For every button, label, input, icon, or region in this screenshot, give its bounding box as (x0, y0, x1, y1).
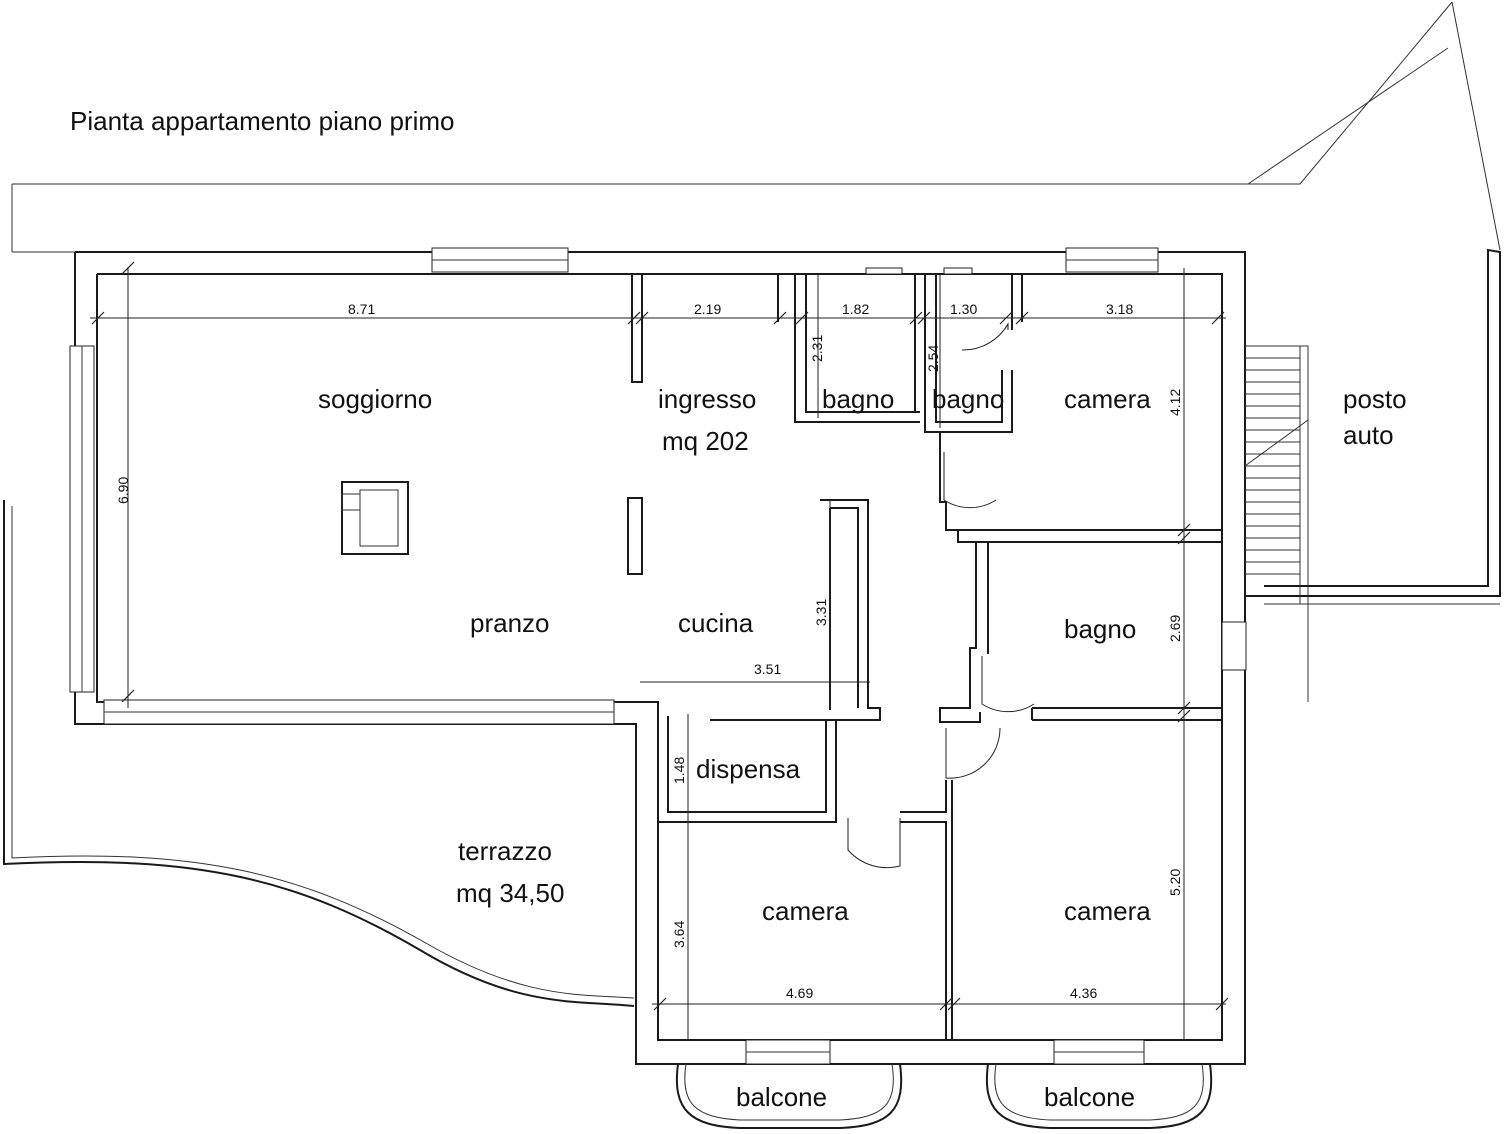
room-label-dispensa: dispensa (696, 754, 801, 784)
room-label-bagno-3: bagno (1064, 614, 1136, 644)
room-area-terrazzo: mq 34,50 (456, 878, 564, 908)
dim-label: 2.31 (809, 335, 825, 362)
dimension-labels: 8.71 2.19 1.82 1.30 3.18 3.51 4.69 4.36 … (115, 301, 1183, 1001)
dim-label: 2.19 (694, 301, 721, 317)
room-label-camera-2: camera (762, 896, 849, 926)
dim-label: 8.71 (348, 301, 375, 317)
room-label-soggiorno: soggiorno (318, 384, 432, 414)
doors (847, 322, 1035, 869)
plan-title: Pianta appartamento piano primo (70, 106, 454, 136)
dim-label: 4.36 (1070, 985, 1097, 1001)
dim-label: 2.54 (925, 345, 941, 372)
room-area-ingresso: mq 202 (662, 426, 749, 456)
room-label-pranzo: pranzo (470, 608, 550, 638)
dim-label: 5.20 (1167, 869, 1183, 896)
terrace-outline (3, 500, 635, 1007)
dim-label: 3.51 (754, 661, 781, 677)
dim-label: 3.64 (671, 921, 687, 948)
room-label-bagno-1: bagno (822, 384, 894, 414)
room-label-ingresso: ingresso (658, 384, 756, 414)
dim-label: 3.18 (1106, 301, 1133, 317)
parking-structure (1244, 248, 1501, 702)
dim-label: 1.48 (671, 757, 687, 784)
room-label-auto: auto (1343, 420, 1394, 450)
balconies (675, 1063, 1213, 1129)
dim-label: 2.69 (1167, 615, 1183, 642)
room-label-cucina: cucina (678, 608, 754, 638)
dim-label: 4.69 (786, 985, 813, 1001)
room-label-posto: posto (1343, 384, 1407, 414)
room-labels: soggiorno ingresso mq 202 bagno bagno ca… (318, 384, 1407, 1112)
stove-symbol (341, 481, 409, 555)
dim-label: 1.30 (950, 301, 977, 317)
windows (69, 247, 1247, 1065)
room-label-camera-3: camera (1064, 896, 1151, 926)
property-boundary (11, 1, 1501, 253)
room-label-balcone-1: balcone (736, 1082, 827, 1112)
room-label-bagno-2: bagno (932, 384, 1004, 414)
room-label-balcone-2: balcone (1044, 1082, 1135, 1112)
dim-label: 4.12 (1167, 389, 1183, 416)
dim-label: 1.82 (842, 301, 869, 317)
interior-walls (627, 273, 1222, 1041)
dimension-lines (90, 261, 1229, 1040)
room-label-terrazzo: terrazzo (458, 836, 552, 866)
exterior-walls (74, 251, 1246, 1065)
dim-label: 6.90 (115, 477, 131, 504)
room-label-camera-1: camera (1064, 384, 1151, 414)
dim-label: 3.31 (813, 599, 829, 626)
